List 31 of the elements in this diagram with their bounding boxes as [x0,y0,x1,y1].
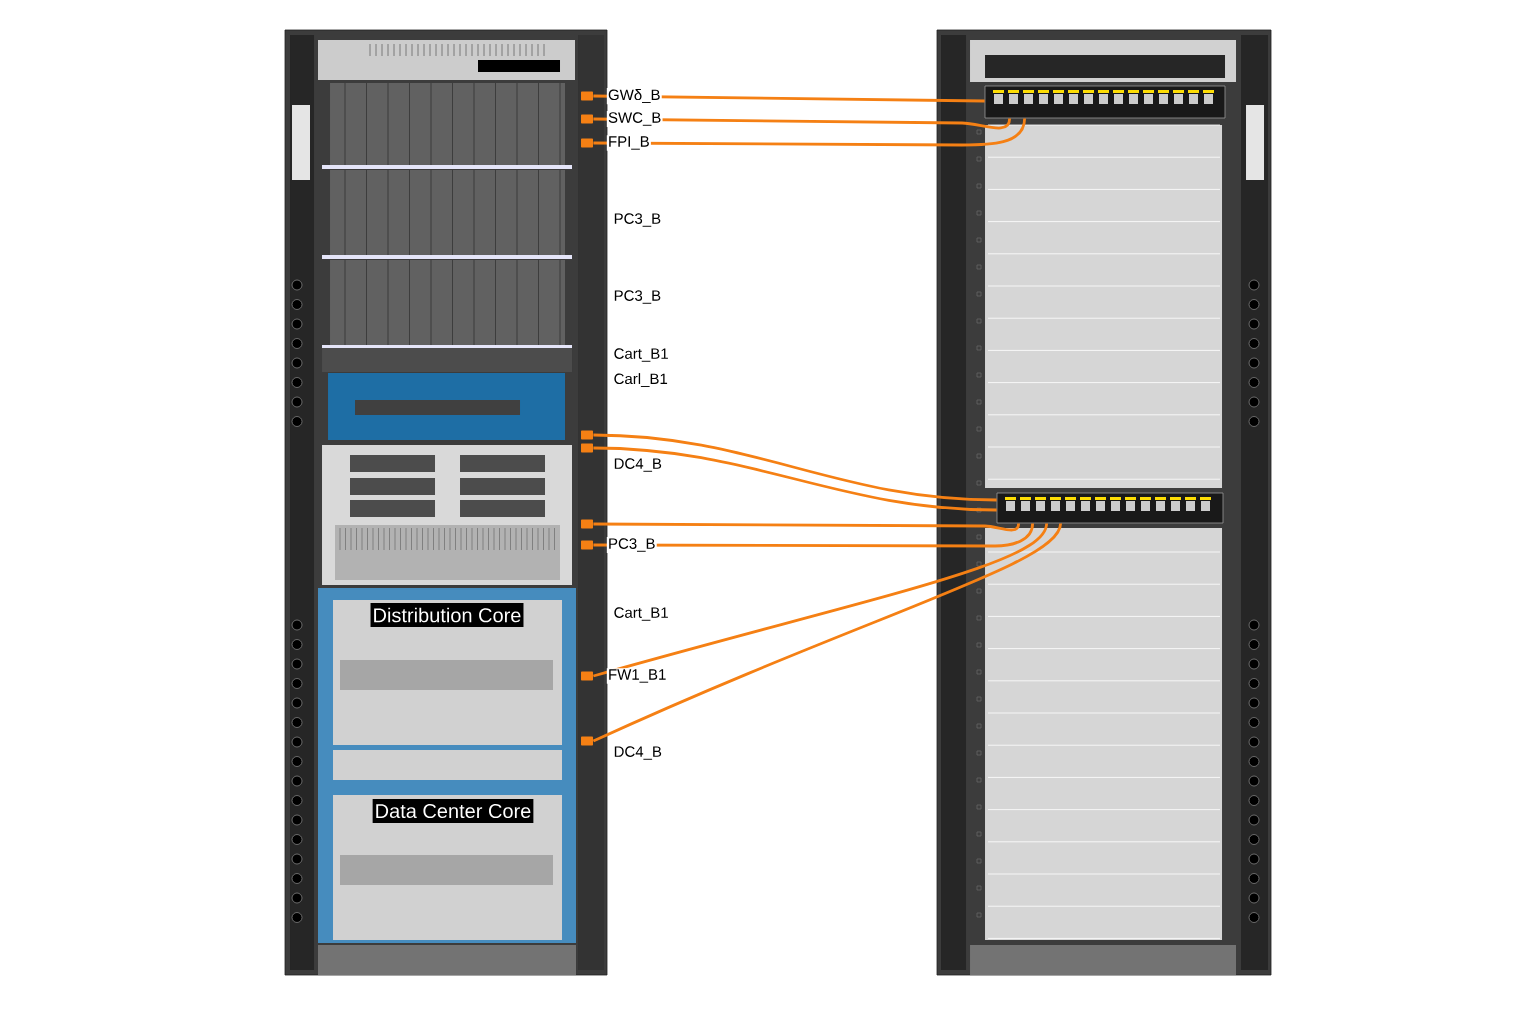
port-label: DC4_B [614,458,662,472]
port-label: Cart_B1 [614,348,668,362]
cable-plug [581,114,593,124]
edge-label: FW1_B1 [606,668,668,684]
device-label: Data Center Core [372,799,534,823]
cable-plug [581,519,593,529]
cable-plug [581,671,593,681]
port-label: Cart_B1 [614,607,668,621]
cable-plug [581,91,593,101]
cable [593,523,1034,548]
cable-plug [581,443,593,453]
cable-plug [581,736,593,746]
cable [593,522,1020,532]
edge-label: PC3_B [606,537,657,553]
port-label: PC3_B [614,290,661,304]
port-label: PC3_B [614,213,661,227]
cable-plug [581,430,593,440]
edge-label: FPI_B [606,135,651,151]
cable [593,446,997,512]
edge-label: GWδ_B [606,87,662,105]
port-label: Carl_B1 [614,373,668,387]
cable [593,118,1026,147]
cable-plug [581,138,593,148]
patch-panel [984,85,1226,119]
patch-panel [996,492,1224,524]
cable-plug [581,540,593,550]
edge-label: SWC_B [606,111,663,127]
cable [593,433,997,502]
cable [593,522,1048,678]
device-label: Distribution Core [370,603,524,627]
port-label: DC4_B [614,746,662,760]
